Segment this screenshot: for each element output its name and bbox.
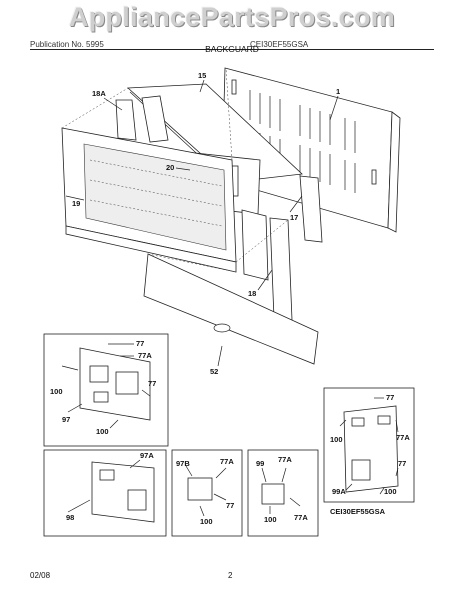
label-77a-top: 77A xyxy=(278,455,292,464)
label-98: 98 xyxy=(66,513,74,522)
lower-panel xyxy=(143,253,319,365)
label-77-top: 77 xyxy=(136,339,144,348)
label-100: 100 xyxy=(200,517,213,526)
label-77a: 77A xyxy=(138,351,152,360)
label-99a: 99A xyxy=(332,487,346,496)
label-part-18a: 18A xyxy=(92,89,106,98)
label-part-19: 19 xyxy=(72,199,80,208)
section-title: BACKGUARD xyxy=(205,44,259,54)
label-100: 100 xyxy=(264,515,277,524)
label-77-right: 77 xyxy=(148,379,156,388)
label-part-18: 18 xyxy=(248,289,256,298)
label-part-52: 52 xyxy=(210,367,218,376)
label-part-1: 1 xyxy=(336,87,340,96)
inset-board-97a: 97A 98 xyxy=(43,449,167,537)
inset-board-97: 77 77A 77 100 97 100 xyxy=(43,333,169,447)
label-77-right: 77 xyxy=(398,459,406,468)
label-part-17: 17 xyxy=(290,213,298,222)
label-part-20: 20 xyxy=(166,163,174,172)
footer-page: 2 xyxy=(228,571,233,580)
label-100-left: 100 xyxy=(50,387,63,396)
label-77a: 77A xyxy=(220,457,234,466)
label-77: 77 xyxy=(226,501,234,510)
label-97: 97 xyxy=(62,415,70,424)
label-77a-bottom: 77A xyxy=(294,513,308,522)
inset-board-99: 99 77A 100 77A xyxy=(247,449,319,537)
top-bracket xyxy=(127,83,323,243)
label-97b: 97B xyxy=(176,459,190,468)
label-100: 100 xyxy=(330,435,343,444)
label-100-bottom: 100 xyxy=(96,427,109,436)
label-part-15: 15 xyxy=(198,71,206,80)
watermark-logo: AppliancePartsPros.com xyxy=(68,2,396,32)
label-99: 99 xyxy=(256,459,264,468)
side-bracket xyxy=(269,217,293,321)
header-rule xyxy=(30,49,434,50)
inset-board-99a: 77 100 77A 77 99A 100 xyxy=(323,387,415,503)
label-77-top: 77 xyxy=(386,393,394,402)
back-panel xyxy=(221,67,401,233)
label-77a: 77A xyxy=(396,433,410,442)
label-100-bottom: 100 xyxy=(384,487,397,496)
publication-number: Publication No. 5995 xyxy=(30,40,104,49)
model-code: CEI30EF55GSA xyxy=(330,507,386,516)
header-model: CEI30EF55GSA xyxy=(250,40,309,49)
inset-board-97b: 97B 77A 77 100 xyxy=(171,449,243,537)
footer-date: 02/08 xyxy=(30,571,51,580)
label-97a: 97A xyxy=(140,451,154,460)
